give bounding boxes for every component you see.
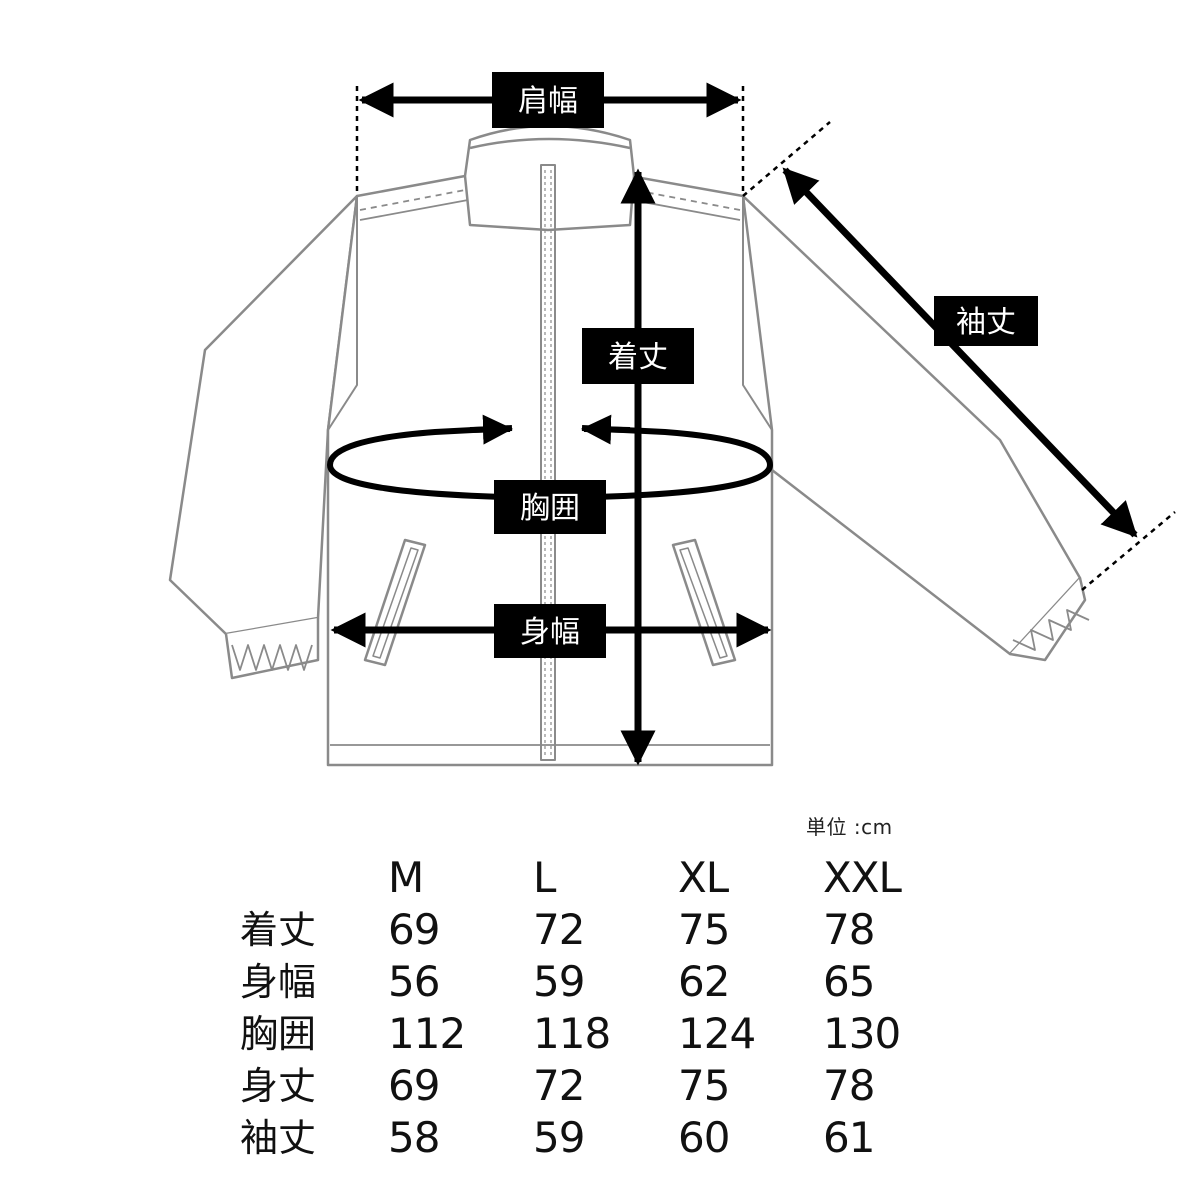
label-chest: 胸囲	[494, 480, 606, 534]
table-cell: 75	[678, 1061, 730, 1110]
table-cell: 69	[388, 905, 440, 954]
size-header-l: L	[533, 853, 556, 902]
guide-lines	[355, 86, 1176, 591]
size-table: M L XL XXL 着丈 69 72 75 78 身幅 56 59 62 65…	[240, 852, 968, 1164]
table-cell: 130	[823, 1009, 901, 1058]
size-header-xl: XL	[678, 853, 729, 902]
table-cell: 78	[823, 1061, 875, 1110]
row-label: 胸囲	[240, 1012, 317, 1056]
table-cell: 69	[388, 1061, 440, 1110]
table-cell: 61	[823, 1113, 875, 1162]
svg-text:肩幅: 肩幅	[518, 84, 578, 119]
table-cell: 124	[678, 1009, 756, 1058]
table-row: 身幅 56 59 62 65	[240, 956, 968, 1008]
table-corner	[240, 852, 388, 904]
table-row: 胸囲 112 118 124 130	[240, 1008, 968, 1060]
table-cell: 78	[823, 905, 875, 954]
table-row: 身丈 69 72 75 78	[240, 1060, 968, 1112]
svg-text:袖丈: 袖丈	[956, 305, 1016, 340]
label-sleeve: 袖丈	[934, 296, 1038, 346]
table-cell: 62	[678, 957, 730, 1006]
jacket-outline	[168, 124, 1090, 767]
row-label: 袖丈	[240, 1116, 317, 1160]
table-cell: 72	[533, 1061, 585, 1110]
table-cell: 59	[533, 1113, 585, 1162]
row-label: 身幅	[240, 960, 317, 1004]
row-label: 身丈	[240, 1064, 317, 1108]
table-cell: 65	[823, 957, 875, 1006]
table-row: 袖丈 58 59 60 61	[240, 1112, 968, 1164]
unit-label: 単位 :cm	[806, 815, 893, 839]
label-body-width: 身幅	[494, 604, 606, 658]
table-cell: 118	[533, 1009, 611, 1058]
jacket-measurement-diagram: 肩幅 着丈 袖丈 胸囲 身幅	[168, 72, 1176, 767]
size-header-row: M L XL XXL	[240, 852, 968, 904]
table-cell: 75	[678, 905, 730, 954]
table-cell: 112	[388, 1009, 466, 1058]
table-cell: 72	[533, 905, 585, 954]
svg-text:身幅: 身幅	[520, 615, 580, 650]
size-header-xxl: XXL	[823, 853, 902, 902]
table-cell: 58	[388, 1113, 440, 1162]
row-label: 着丈	[240, 908, 317, 952]
size-header-m: M	[388, 853, 424, 902]
table-cell: 59	[533, 957, 585, 1006]
table-row: 着丈 69 72 75 78	[240, 904, 968, 956]
svg-text:着丈: 着丈	[608, 340, 668, 375]
table-cell: 56	[388, 957, 440, 1006]
table-cell: 60	[678, 1113, 730, 1162]
label-length: 着丈	[582, 328, 694, 384]
svg-text:胸囲: 胸囲	[520, 491, 580, 526]
label-shoulder: 肩幅	[492, 72, 604, 128]
sleeve-arrow	[782, 167, 1138, 538]
